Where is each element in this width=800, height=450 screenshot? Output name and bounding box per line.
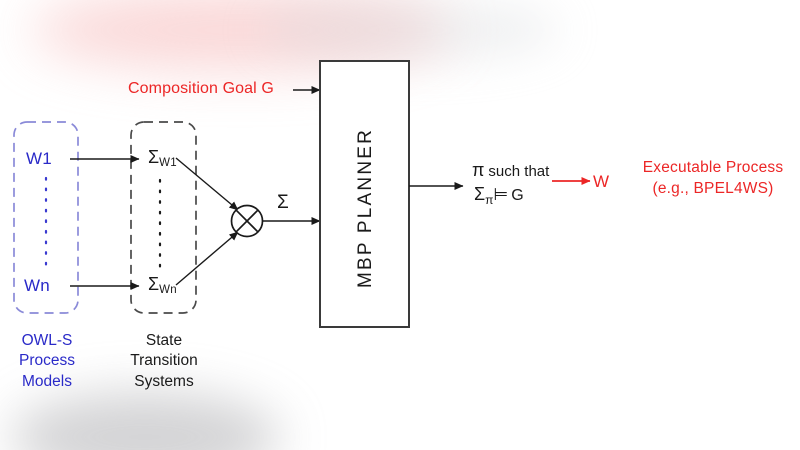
sts-caption-line-2: Transition xyxy=(130,352,198,370)
owls-caption-line-3: Models xyxy=(22,372,72,390)
executable-caption-line-1: Executable Process xyxy=(642,159,784,176)
sts-group-box xyxy=(130,121,197,314)
arrow-sigma-wn-to-merge xyxy=(175,231,239,286)
sigma-glyph: Σ xyxy=(148,274,160,294)
sigma-w1-subscript: W1 xyxy=(159,157,177,169)
sigma-glyph: Σ xyxy=(148,147,160,167)
entails-symbol: ⊨ xyxy=(493,184,509,204)
sigma-glyph: Σ xyxy=(474,183,486,204)
entailment-line: Σπ⊨G xyxy=(474,184,549,208)
planner-box-label: MBP PLANNER xyxy=(355,127,376,288)
owls-item-w1: W1 xyxy=(26,149,52,168)
owls-caption-line-1: OWL-S xyxy=(21,332,73,349)
sts-caption-line-3: Systems xyxy=(134,372,194,390)
arrow-sigma-w1-to-merge xyxy=(175,157,239,211)
owls-group-caption: OWL-S Process Models xyxy=(6,331,88,392)
sts-caption-line-1: State xyxy=(145,332,183,349)
owls-group-box xyxy=(13,121,79,314)
merge-output-sigma-label: Σ xyxy=(277,192,289,213)
merge-node-cross-b xyxy=(235,209,259,233)
sts-group-caption: State Transition Systems xyxy=(118,331,210,392)
planner-box xyxy=(319,60,410,328)
composition-goal-label: Composition Goal G xyxy=(128,80,274,97)
sts-item-sigma-wn: ΣWn xyxy=(148,274,177,297)
owls-caption-line-2: Process xyxy=(19,352,75,370)
goal-symbol: G xyxy=(511,186,524,204)
executable-process-caption: Executable Process (e.g., BPEL4WS) xyxy=(633,158,793,200)
output-w-label: W xyxy=(593,172,610,191)
sts-item-sigma-w1: ΣW1 xyxy=(148,147,177,170)
owls-item-wn: Wn xyxy=(24,276,50,295)
pi-subscript: π xyxy=(485,192,494,207)
executable-caption-line-2: (e.g., BPEL4WS) xyxy=(652,179,774,197)
pi-symbol: π xyxy=(472,160,485,180)
sigma-wn-subscript: Wn xyxy=(159,284,177,296)
such-that-text: such that xyxy=(488,163,550,180)
